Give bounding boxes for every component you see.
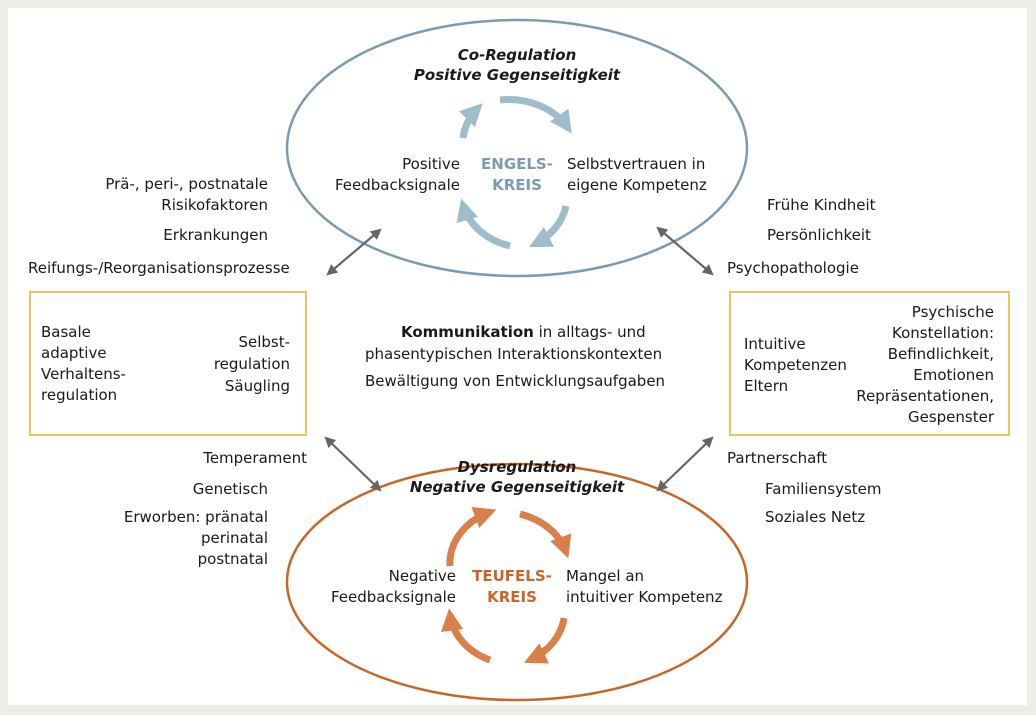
bottom-left-factor-2: Genetisch bbox=[192, 480, 268, 498]
bottom-cycle-right-2: intuitiver Kompetenz bbox=[566, 588, 723, 606]
parents-box-left-2: Kompetenzen bbox=[744, 356, 847, 374]
top-left-factor-3: Erkrankungen bbox=[163, 226, 268, 244]
top-cycle-arrow-1 bbox=[459, 103, 483, 139]
top-cycle-arrow-3 bbox=[529, 205, 570, 248]
top-cycle-title-1: Co-Regulation bbox=[457, 46, 577, 64]
top-cycle-arrows bbox=[456, 96, 572, 250]
bottom-right-factor-2: Familiensystem bbox=[765, 480, 882, 498]
bottom-cycle-title-2: Negative Gegenseitigkeit bbox=[409, 478, 625, 496]
bottom-right-factor-1: Partnerschaft bbox=[727, 449, 828, 467]
top-cycle-left-1: Positive bbox=[402, 155, 460, 173]
bottom-right-factor-3: Soziales Netz bbox=[765, 508, 866, 526]
arrow-right-box-bottom-oval bbox=[656, 436, 714, 492]
bottom-left-factor-1: Temperament bbox=[203, 449, 307, 467]
parents-box-left-3: Eltern bbox=[744, 377, 789, 395]
bottom-cycle-arrow-2 bbox=[519, 510, 572, 559]
top-cycle-right-1: Selbstvertrauen in bbox=[567, 155, 706, 173]
infant-box-left-1: Basale bbox=[41, 323, 91, 341]
arrow-left-box-top-oval bbox=[326, 228, 382, 276]
top-right-factor-2: Persönlichkeit bbox=[767, 226, 871, 244]
center-line-1: Kommunikation in alltags- und bbox=[401, 322, 646, 343]
diagram-panel bbox=[8, 8, 1027, 705]
bottom-cycle-center-2: KREIS bbox=[487, 588, 537, 606]
bottom-cycle-arrow-3 bbox=[523, 617, 568, 664]
bottom-left-factor-3: Erworben: pränatal bbox=[123, 508, 268, 526]
top-cycle-arrow-4 bbox=[456, 198, 511, 250]
infant-box bbox=[29, 291, 307, 436]
bottom-cycle-arrows bbox=[441, 506, 572, 664]
top-cycle-right-2: eigene Kompetenz bbox=[567, 176, 707, 194]
bottom-cycle-center-1: TEUFELS- bbox=[472, 567, 552, 585]
bottom-left-factor-5: postnatal bbox=[197, 550, 268, 568]
infant-box-right-3: Säugling bbox=[224, 377, 290, 395]
top-left-factor-4: Reifungs-/Reorganisationsprozesse bbox=[28, 259, 290, 277]
bottom-oval bbox=[285, 462, 749, 702]
bottom-cycle-right-1: Mangel an bbox=[566, 567, 645, 585]
parents-box-right-6: Gespenster bbox=[907, 408, 994, 426]
top-right-factor-3: Psychopathologie bbox=[727, 259, 859, 277]
top-left-factor-2: Risikofaktoren bbox=[161, 196, 268, 214]
center-line-1-rest: in alltags- und bbox=[533, 323, 646, 341]
arrow-right-box-top-oval bbox=[656, 226, 714, 276]
top-cycle-title-2: Positive Gegenseitigkeit bbox=[413, 66, 621, 84]
top-cycle-center-1: ENGELS- bbox=[481, 155, 553, 173]
parents-box-right-1: Psychische bbox=[911, 303, 994, 321]
top-oval bbox=[285, 18, 749, 278]
connector-arrows bbox=[324, 226, 714, 492]
infant-box-right-1: Selbst- bbox=[238, 333, 290, 351]
center-bold-word: Kommunikation bbox=[401, 323, 534, 341]
parents-box-right-3: Befindlichkeit, bbox=[887, 345, 994, 363]
infant-box-left-2: adaptive bbox=[41, 344, 107, 362]
top-right-factor-1: Frühe Kindheit bbox=[767, 196, 876, 214]
bottom-left-factor-4: perinatal bbox=[200, 529, 268, 547]
top-left-factor-1: Prä-, peri-, postnatale bbox=[105, 175, 268, 193]
bottom-cycle-title-1: Dysregulation bbox=[457, 458, 577, 476]
parents-box-right-4: Emotionen bbox=[913, 366, 994, 384]
top-cycle-left-2: Feedbacksignale bbox=[334, 176, 460, 194]
parents-box-right-2: Konstellation: bbox=[891, 324, 994, 342]
bottom-cycle-left-1: Negative bbox=[388, 567, 456, 585]
parents-box-left-1: Intuitive bbox=[744, 335, 806, 353]
parents-box-right-5: Repräsentationen, bbox=[856, 387, 994, 405]
arrow-left-box-bottom-oval bbox=[324, 436, 382, 492]
infant-box-left-4: regulation bbox=[41, 386, 118, 404]
bottom-cycle-arrow-4 bbox=[441, 608, 492, 664]
infant-box-right-2: regulation bbox=[213, 355, 290, 373]
parents-box bbox=[729, 291, 1010, 436]
top-cycle-arrow-2 bbox=[499, 96, 572, 134]
top-cycle-center-2: KREIS bbox=[492, 176, 542, 194]
bottom-cycle-arrow-1 bbox=[446, 506, 497, 567]
center-line-3: Bewältigung von Entwicklungsaufgaben bbox=[365, 372, 666, 390]
center-line-2: phasentypischen Interaktionskontexten bbox=[365, 345, 663, 363]
bottom-cycle-left-2: Feedbacksignale bbox=[330, 588, 456, 606]
infant-box-left-3: Verhaltens- bbox=[41, 365, 126, 383]
